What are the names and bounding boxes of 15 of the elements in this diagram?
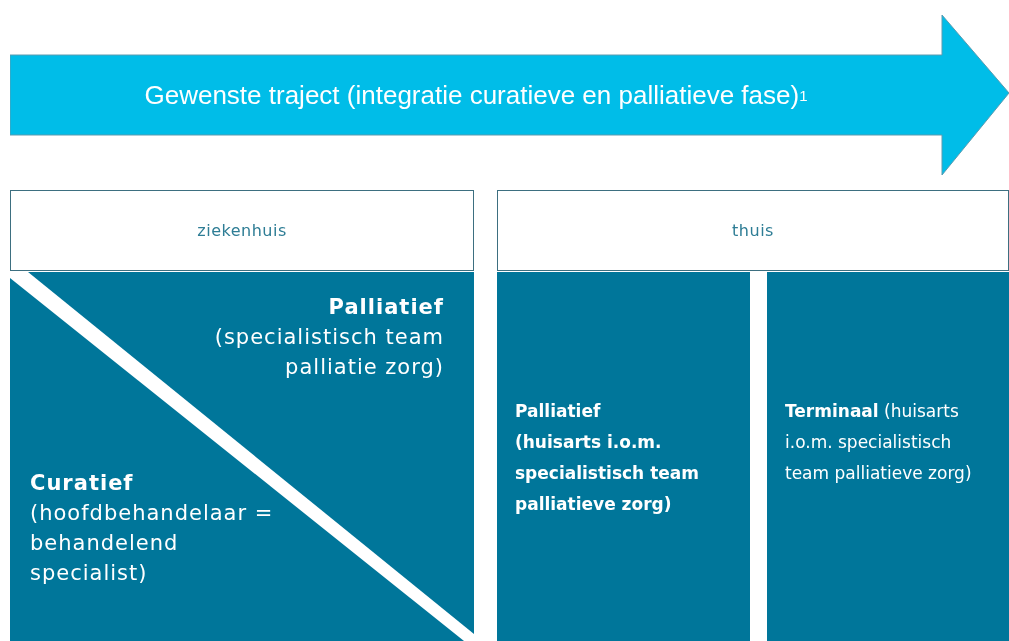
panel-text: (huisarts i.o.m. specialistisch team palliatieve zorg)	[515, 431, 700, 516]
panel-heading: Palliatief	[515, 400, 602, 423]
column-panel	[767, 272, 1009, 641]
panel-text: Terminaal (huisarts i.o.m. specialistisch team palliatieve zorg)	[785, 400, 973, 485]
arrow-shape	[10, 15, 1009, 175]
column-panel	[497, 272, 750, 641]
header-box	[10, 190, 474, 271]
panel-text: (specialistisch team palliatie zorg)	[213, 324, 444, 381]
header-label: ziekenhuis	[197, 221, 287, 240]
arrow-label: Gewenste traject (integratie curatieve en palliatieve fase)$^{1}$	[143, 78, 809, 112]
header-box	[497, 190, 1009, 271]
panel-text: (hoofdbehandelaar = behandelend specialist)	[30, 500, 275, 587]
panel-heading: Palliatief	[327, 294, 444, 321]
panel-heading: Curatief	[30, 470, 135, 497]
header-label: thuis	[732, 221, 774, 240]
